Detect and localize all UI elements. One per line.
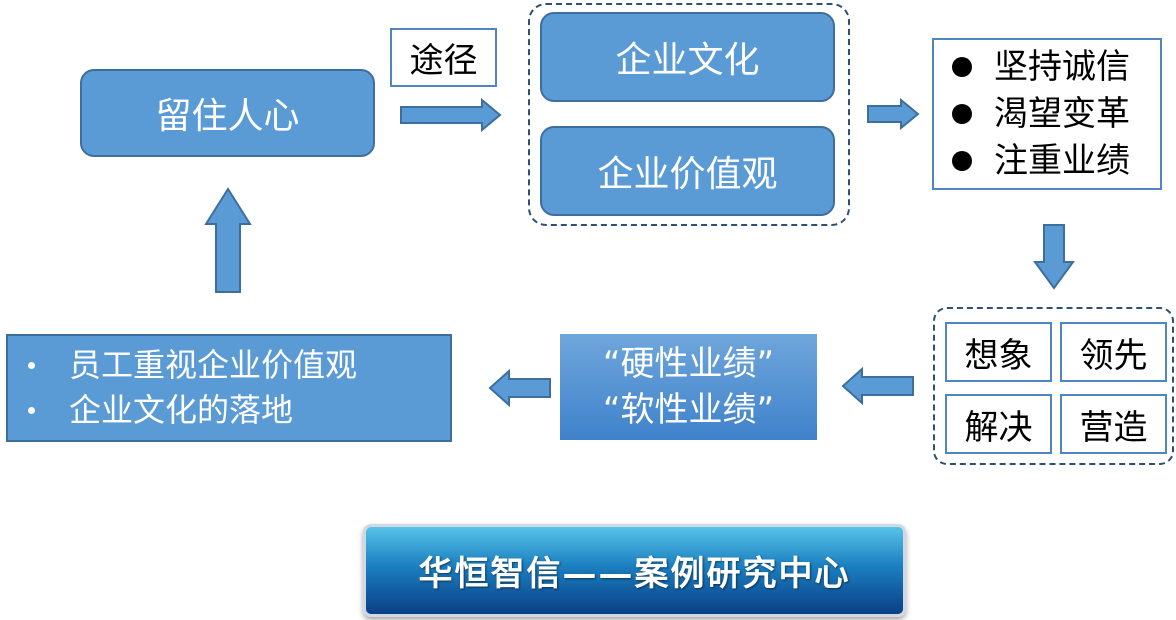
ability-label: 想象 (964, 335, 1033, 376)
arrow-right-icon (400, 97, 502, 133)
culture-group (528, 3, 850, 226)
abilities-group (933, 307, 1174, 465)
ability-cell-lead: 领先 (1060, 322, 1167, 382)
soft-performance-label: “软性业绩” (602, 390, 775, 430)
arrow-left-icon (841, 366, 914, 406)
landing-list: 员工重视企业价值观 企业文化的落地 (28, 343, 357, 433)
corporate-values-label: 企业价值观 (597, 154, 778, 195)
ability-label: 领先 (1079, 335, 1148, 376)
hard-performance-label: “硬性业绩” (602, 344, 775, 384)
arrow-down-icon (1033, 224, 1075, 290)
trait-item: 注重业绩 (952, 138, 1130, 185)
traits-list: 坚持诚信 渴望变革 注重业绩 (952, 44, 1130, 185)
landing-item: 企业文化的落地 (28, 388, 357, 433)
arrow-right-icon (867, 97, 920, 131)
means-label-box: 途径 (390, 28, 497, 87)
culture-landing-box: 员工重视企业价值观 企业文化的落地 (6, 334, 452, 442)
ability-cell-imagine: 想象 (945, 322, 1052, 382)
retain-hearts-label: 留住人心 (155, 96, 300, 137)
arrow-left-icon (488, 368, 551, 408)
trait-item: 渴望变革 (952, 91, 1130, 138)
traits-box: 坚持诚信 渴望变革 注重业绩 (932, 38, 1162, 190)
arrow-up-icon (204, 187, 252, 293)
means-label: 途径 (409, 41, 478, 81)
corporate-culture-label: 企业文化 (615, 40, 760, 81)
ability-label: 解决 (964, 407, 1033, 448)
performance-box: “硬性业绩” “软性业绩” (560, 334, 817, 440)
ability-label: 营造 (1079, 407, 1148, 448)
ability-cell-create: 营造 (1060, 394, 1167, 454)
banner-text: 华恒智信——案例研究中心 (418, 554, 851, 594)
retain-hearts-box: 留住人心 (80, 69, 375, 157)
landing-item: 员工重视企业价值观 (28, 343, 357, 388)
trait-item: 坚持诚信 (952, 44, 1130, 91)
ability-cell-solve: 解决 (945, 394, 1052, 454)
corporate-culture-box: 企业文化 (540, 12, 835, 102)
case-study-center-banner: 华恒智信——案例研究中心 (363, 524, 906, 617)
corporate-values-box: 企业价值观 (540, 126, 835, 216)
